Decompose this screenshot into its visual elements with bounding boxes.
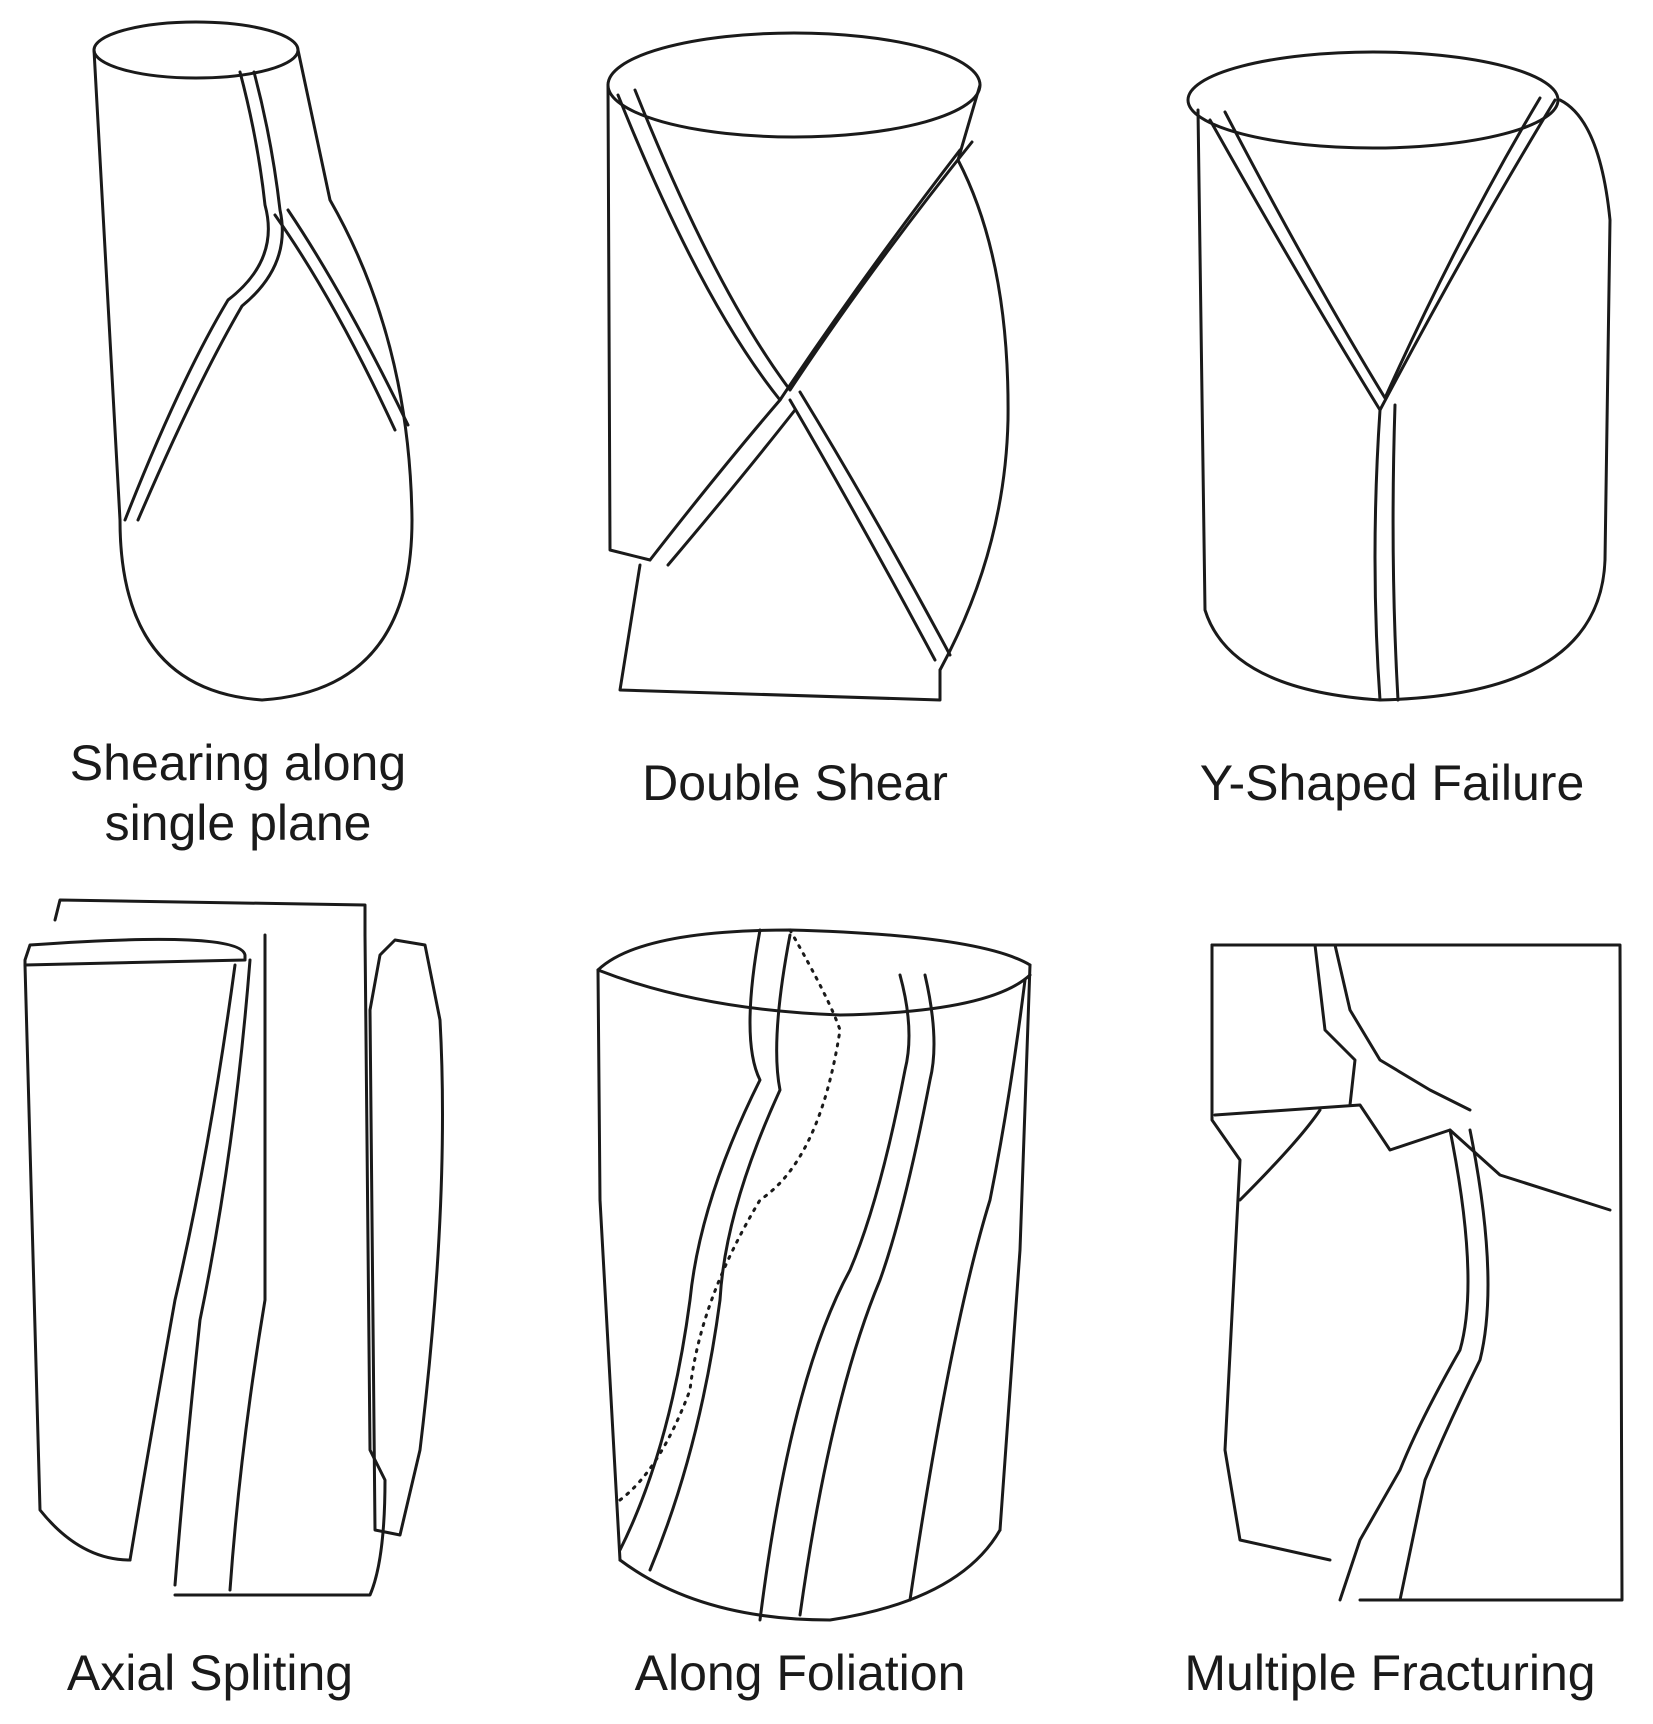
y-shaped-caption: Y-Shaped Failure bbox=[1200, 755, 1585, 811]
caption-line: Along Foliation bbox=[635, 1645, 966, 1701]
shearing-caption: Shearing along single plane bbox=[70, 735, 406, 851]
axial-caption: Axial Spliting bbox=[67, 1645, 353, 1701]
caption-line: Y-Shaped Failure bbox=[1200, 755, 1585, 811]
caption-line: single plane bbox=[105, 795, 372, 851]
foliation-caption: Along Foliation bbox=[635, 1645, 966, 1701]
caption-line: Axial Spliting bbox=[67, 1645, 353, 1701]
double-shear-specimen bbox=[606, 31, 1010, 702]
shearing-specimen bbox=[92, 20, 414, 702]
double-shear-caption: Double Shear bbox=[642, 755, 948, 811]
y-shaped-specimen bbox=[1186, 50, 1612, 702]
caption-line: Shearing along bbox=[70, 735, 406, 791]
foliation-specimen bbox=[596, 928, 1032, 1622]
axial-specimen bbox=[23, 898, 444, 1597]
caption-line: Double Shear bbox=[642, 755, 948, 811]
multiple-caption: Multiple Fracturing bbox=[1184, 1645, 1595, 1701]
caption-line: Multiple Fracturing bbox=[1184, 1645, 1595, 1701]
multiple-specimen bbox=[1210, 943, 1624, 1602]
